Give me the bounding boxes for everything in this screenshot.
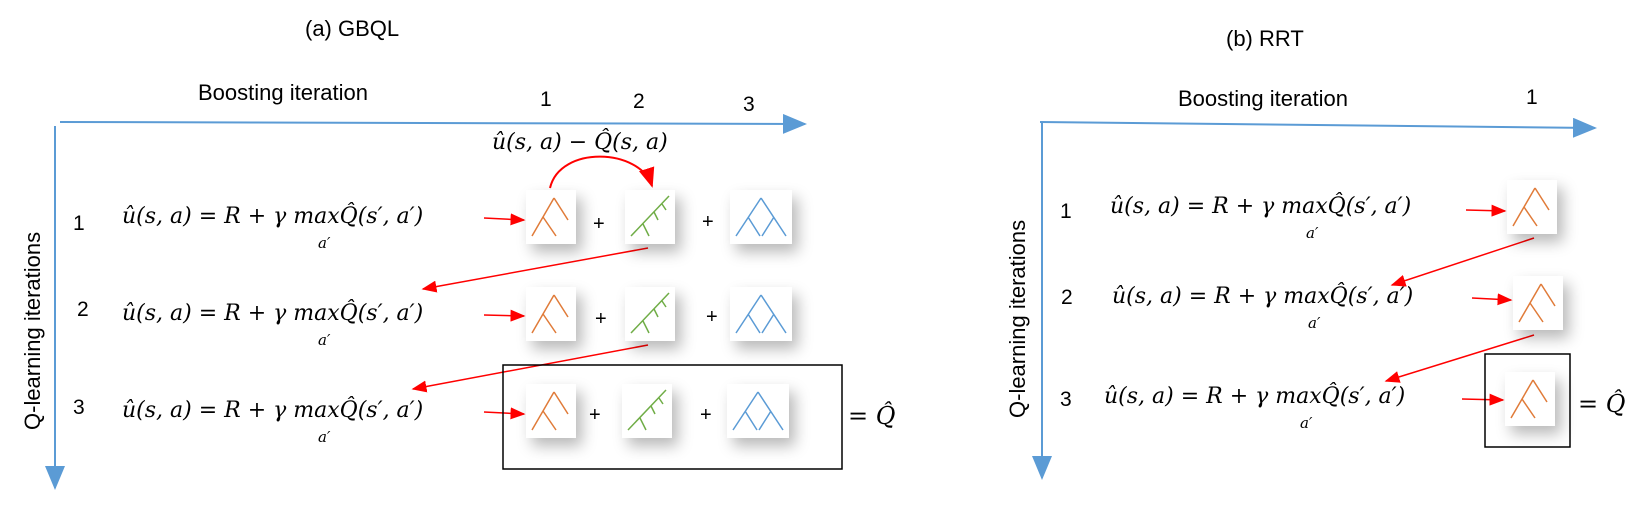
panel-a-title: (a) GBQL — [305, 16, 400, 41]
plus-sign: + — [593, 213, 605, 235]
arrow-a-feedback-2 — [411, 344, 649, 393]
panel-a-residual-label: û(s, a) − Q̂(s, a) — [492, 130, 668, 155]
orange-tree-icon — [526, 287, 576, 341]
plus-sign: + — [702, 211, 714, 233]
panel-a-col-2: 2 — [633, 90, 645, 113]
panel-a-equation-1: û(s, a) = R + γ maxQ̂(s′, a′)a′ — [122, 204, 424, 252]
blue-tree-icon — [730, 287, 792, 341]
panel-b-row-3: 3 — [1060, 388, 1072, 411]
panel-a-x-axis-label: Boosting iteration — [198, 80, 368, 105]
plus-sign: + — [589, 404, 601, 426]
arrow-a-row2 — [483, 309, 526, 322]
green-tree-icon — [625, 190, 675, 244]
arrow-b-feedback-2 — [1384, 334, 1535, 383]
panel-a-row-2: 2 — [77, 298, 89, 321]
panel-b-equation-2: û(s, a) = R + γ maxQ̂(s′, a′)a′ — [1112, 284, 1414, 332]
blue-tree-icon — [727, 384, 789, 438]
panel-b-result-box — [1484, 353, 1571, 448]
orange-tree-icon — [526, 190, 576, 244]
arrow-b-feedback-1 — [1390, 237, 1535, 287]
panel-a-row-1: 1 — [73, 212, 85, 235]
orange-tree-icon — [1505, 372, 1555, 426]
panel-b-x-axis-label: Boosting iteration — [1178, 86, 1348, 111]
arrow-a-residual — [549, 155, 655, 189]
arrow-a-row1 — [483, 213, 526, 226]
plus-sign: + — [706, 306, 718, 328]
panel-a-equation-3: û(s, a) = R + γ maxQ̂(s′, a′)a′ — [122, 398, 424, 446]
panel-a-y-axis-label: Q-learning iterations — [20, 231, 45, 430]
panel-a-result-box — [502, 364, 843, 470]
arrow-b-row2 — [1471, 293, 1513, 306]
panel-b-equation-3: û(s, a) = R + γ maxQ̂(s′, a′)a′ — [1104, 384, 1406, 432]
plus-sign: + — [595, 308, 607, 330]
panel-b-row-2: 2 — [1061, 286, 1073, 309]
panel-b-title: (b) RRT — [1226, 26, 1304, 51]
panel-a-col-1: 1 — [540, 88, 552, 111]
blue-tree-icon — [730, 190, 792, 244]
plus-sign: + — [700, 404, 712, 426]
panel-b-equation-1: û(s, a) = R + γ maxQ̂(s′, a′)a′ — [1110, 194, 1412, 242]
arrow-a-feedback-1 — [421, 247, 649, 293]
panel-a-row-3: 3 — [73, 396, 85, 419]
panel-b-result: = Q̂ — [1578, 390, 1626, 418]
panel-b-x-axis — [1039, 117, 1597, 138]
arrow-b-row1 — [1465, 204, 1507, 217]
panel-a-equation-2: û(s, a) = R + γ maxQ̂(s′, a′)a′ — [122, 301, 424, 349]
arrow-b-row3 — [1461, 393, 1505, 406]
panel-b-row-1: 1 — [1060, 200, 1072, 223]
panel-a-x-axis — [59, 113, 807, 134]
green-tree-icon — [622, 384, 672, 438]
panel-a-col-3: 3 — [743, 93, 755, 116]
orange-tree-icon — [1513, 276, 1563, 330]
panel-a-result: = Q̂ — [848, 402, 896, 430]
green-tree-icon — [625, 287, 675, 341]
orange-tree-icon — [1507, 180, 1557, 234]
orange-tree-icon — [526, 384, 576, 438]
panel-b-col-1: 1 — [1526, 86, 1538, 109]
panel-b-y-axis-label: Q-learning iterations — [1005, 219, 1030, 418]
arrow-a-row3 — [483, 407, 526, 420]
